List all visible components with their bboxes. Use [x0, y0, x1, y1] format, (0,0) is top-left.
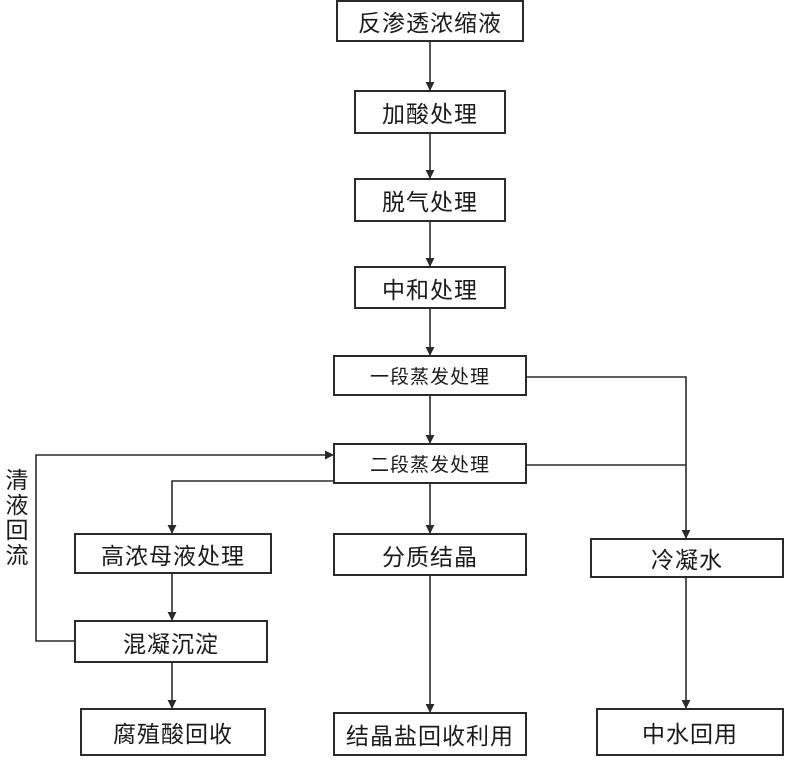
node-water-reuse: 中水回用: [596, 708, 784, 756]
node-crystallization: 分质结晶: [333, 533, 527, 576]
node-stage2-evaporation: 二段蒸发处理: [333, 443, 527, 484]
node-ro-concentrate: 反渗透浓缩液: [336, 0, 524, 42]
node-salt-recovery: 结晶盐回收利用: [333, 712, 527, 756]
node-humic-acid-recovery: 腐殖酸回收: [80, 708, 266, 756]
arrow-stage2-to-mother: [167, 480, 333, 534]
node-degassing: 脱气处理: [354, 178, 506, 222]
arrow-recycle-loop: [35, 450, 334, 642]
node-mother-liquor: 高浓母液处理: [74, 533, 272, 574]
arrow-stage1-to-condensate: [527, 376, 691, 539]
recycle-side-label: 清液回流: [1, 468, 27, 568]
node-neutralization: 中和处理: [354, 266, 506, 309]
node-condensate: 冷凝水: [590, 538, 784, 578]
node-acid-treatment: 加酸处理: [354, 90, 506, 134]
node-coagulation: 混凝沉淀: [74, 620, 268, 663]
node-stage1-evaporation: 一段蒸发处理: [333, 355, 527, 396]
